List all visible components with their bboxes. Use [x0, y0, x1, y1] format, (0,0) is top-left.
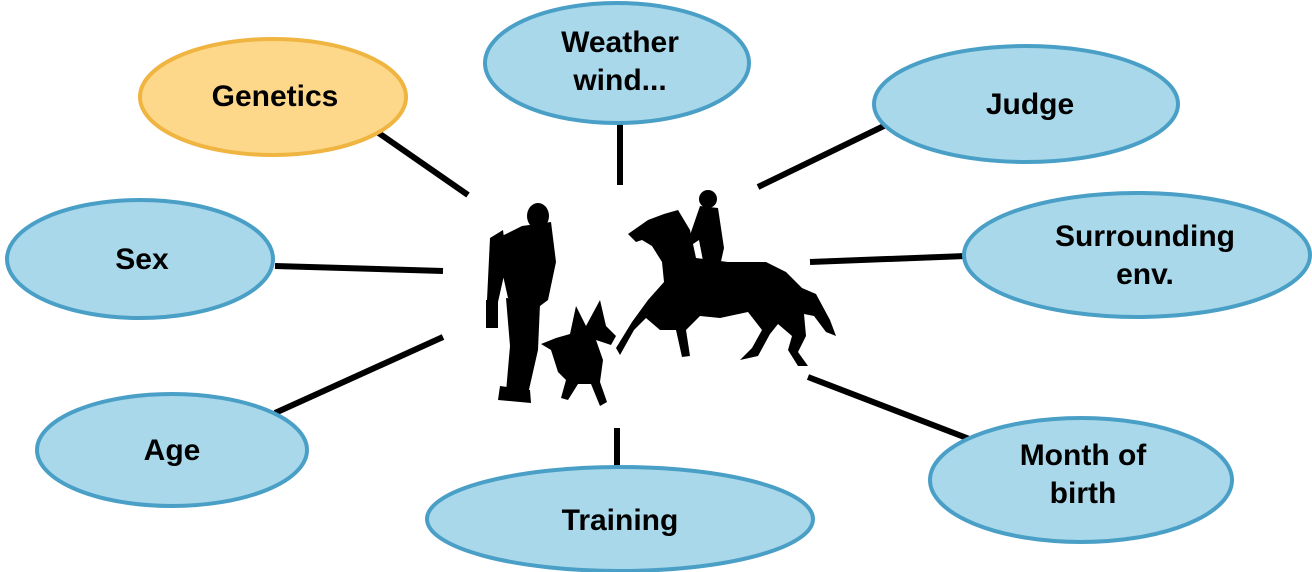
- horse-rider-silhouette: [616, 190, 836, 366]
- node-month-label-line: Month of: [1020, 439, 1148, 472]
- node-sex: Sex: [5, 198, 275, 320]
- node-weather-label-line: Weather: [561, 26, 679, 59]
- node-month-label-line: birth: [1050, 477, 1117, 510]
- connector-age: [273, 334, 445, 416]
- node-age-bubble: [35, 392, 309, 508]
- node-judge-label: Judge: [986, 88, 1074, 121]
- connector-surrounding: [809, 253, 967, 265]
- node-surrounding-label-line: env.: [1116, 258, 1174, 291]
- node-age: Age: [35, 392, 309, 508]
- connector-genetics: [368, 124, 470, 198]
- connector-lines: [273, 110, 974, 467]
- node-surrounding-bubble: [962, 191, 1312, 319]
- node-month-label: Month of birth: [1020, 439, 1148, 510]
- node-age-label: Age: [144, 434, 201, 467]
- node-judge-label-line: Judge: [986, 88, 1074, 121]
- connector-month: [806, 374, 974, 443]
- node-month: Month of birth: [928, 416, 1234, 544]
- node-genetics-bubble: [138, 37, 408, 157]
- node-training-label-line: Training: [562, 504, 679, 537]
- node-month-bubble: [928, 416, 1234, 544]
- node-genetics-label-line: Genetics: [212, 80, 339, 113]
- node-surrounding: Surrounding env.: [962, 191, 1312, 319]
- connector-sex: [274, 263, 444, 274]
- handler-silhouette: [486, 203, 556, 403]
- node-judge: Judge: [872, 44, 1180, 164]
- node-surrounding-label: Surrounding env.: [1055, 220, 1235, 291]
- connector-judge: [756, 121, 890, 190]
- dog-silhouette: [541, 300, 616, 406]
- node-weather: Weather wind...: [483, 1, 751, 125]
- node-weather-label-line: wind...: [572, 64, 666, 97]
- node-sex-label-line: Sex: [115, 243, 169, 276]
- node-surrounding-label-line: Surrounding: [1055, 220, 1235, 253]
- node-sex-label: Sex: [115, 243, 169, 276]
- node-weather-bubble: [483, 1, 751, 125]
- node-training-bubble: [425, 465, 815, 572]
- node-training-label: Training: [562, 504, 679, 537]
- node-genetics-label: Genetics: [212, 80, 339, 113]
- node-training: Training: [425, 465, 815, 572]
- handler-dog-horse-rider-silhouette-icon: [486, 190, 836, 406]
- node-age-label-line: Age: [144, 434, 201, 467]
- node-weather-label: Weather wind...: [561, 26, 679, 97]
- node-judge-bubble: [872, 44, 1180, 164]
- node-genetics: Genetics: [138, 37, 408, 157]
- node-sex-bubble: [5, 198, 275, 320]
